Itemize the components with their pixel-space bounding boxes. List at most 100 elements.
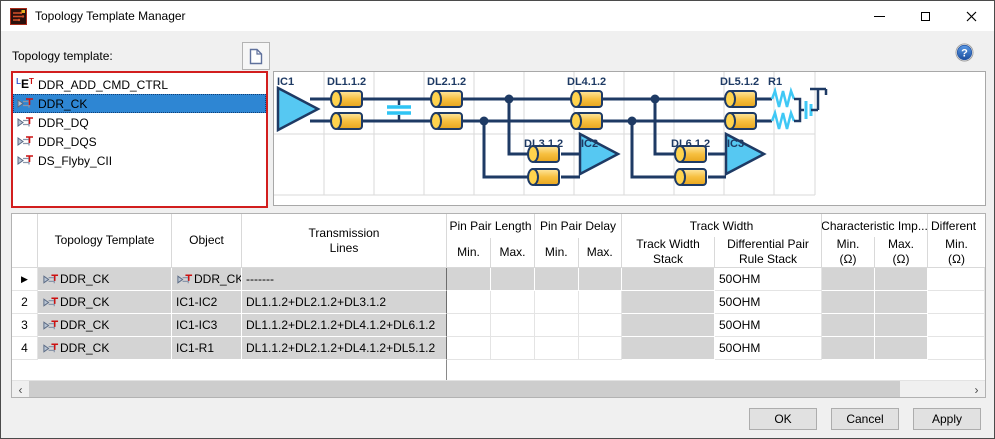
cell-diff-pair-rule-stack[interactable]: 50OHM	[715, 291, 822, 314]
cell-ppl-min[interactable]	[447, 291, 491, 314]
header-object[interactable]: Object	[172, 214, 242, 267]
row-number[interactable]: 2	[12, 291, 38, 314]
cell-diff-min[interactable]	[928, 314, 985, 337]
header-ppl-min[interactable]: Min.	[447, 238, 491, 267]
cell-ppd-min[interactable]	[535, 337, 579, 360]
header-transmission-lines[interactable]: Transmission Lines	[242, 214, 447, 267]
cell-diff-pair-rule-stack[interactable]: 50OHM	[715, 337, 822, 360]
header-topology-template[interactable]: Topology Template	[38, 214, 172, 267]
table-row[interactable]: ▶ DDR_CK DDR_CK ------- 50OHM	[12, 268, 985, 291]
cell-ppl-min[interactable]	[447, 314, 491, 337]
cell-ppd-min[interactable]	[535, 291, 579, 314]
scroll-right-arrow[interactable]: ›	[974, 382, 979, 397]
cell-ppd-min[interactable]	[535, 314, 579, 337]
cell-ppd-max[interactable]	[579, 268, 622, 291]
header-group-pin-pair-length: Pin Pair Length Min. Max.	[447, 214, 535, 267]
cell-diff-min[interactable]	[928, 337, 985, 360]
header-pin-pair-length[interactable]: Pin Pair Length	[449, 219, 532, 233]
cell-ppl-max[interactable]	[491, 268, 535, 291]
cell-track-width-stack[interactable]	[622, 268, 715, 291]
cell-ci-max[interactable]	[875, 291, 928, 314]
cell-ppd-max[interactable]	[579, 337, 622, 360]
help-button[interactable]: ?	[955, 43, 974, 62]
header-track-width-stack[interactable]: Track Width Stack	[622, 237, 715, 267]
cell-ppl-max[interactable]	[491, 291, 535, 314]
list-item-ds-flyby-cii[interactable]: DS_Flyby_CII	[13, 151, 266, 170]
topology-template-icon	[17, 117, 34, 128]
cancel-button[interactable]: Cancel	[831, 408, 899, 430]
cell-ci-min[interactable]	[822, 314, 875, 337]
apply-button[interactable]: Apply	[913, 408, 981, 430]
maximize-button[interactable]	[902, 1, 948, 31]
header-ci-min-ohm[interactable]: Min. (Ω)	[822, 237, 875, 267]
header-ci-max-ohm[interactable]: Max. (Ω)	[887, 237, 914, 266]
cell-track-width-stack[interactable]	[622, 291, 715, 314]
scrollbar-thumb[interactable]	[29, 381, 900, 397]
cell-track-width-stack[interactable]	[622, 337, 715, 360]
cell-topology-template[interactable]: DDR_CK	[38, 314, 172, 337]
cell-diff-pair-rule-stack[interactable]: 50OHM	[715, 314, 822, 337]
cell-ci-max[interactable]	[875, 314, 928, 337]
cell-transmission-lines[interactable]: DL1.1.2+DL2.1.2+DL4.1.2+DL5.1.2	[242, 337, 447, 360]
header-diff-min-ohm[interactable]: Min. (Ω)	[945, 237, 968, 266]
new-template-button[interactable]	[242, 42, 270, 70]
horizontal-scrollbar[interactable]: ‹ ›	[12, 380, 985, 397]
header-differential[interactable]: Different	[931, 218, 977, 233]
cell-ppd-max[interactable]	[579, 314, 622, 337]
header-ppd-min[interactable]: Min.	[535, 238, 579, 267]
list-item-label: DS_Flyby_CII	[38, 153, 113, 168]
table-row[interactable]: 3 DDR_CK IC1-IC3 DL1.1.2+DL2.1.2+DL4.1.2…	[12, 314, 985, 337]
cell-object[interactable]: IC1-IC3	[172, 314, 242, 337]
topology-template-label: Topology template:	[12, 49, 113, 63]
cell-topology-template[interactable]: DDR_CK	[38, 268, 172, 291]
list-item-ddr-dq[interactable]: DDR_DQ	[13, 113, 266, 132]
minimize-button[interactable]	[856, 1, 902, 31]
row-marker-current[interactable]: ▶	[12, 268, 38, 291]
cell-diff-min[interactable]	[928, 291, 985, 314]
label-r1: R1	[768, 76, 782, 88]
topology-template-icon	[43, 342, 59, 353]
cell-transmission-lines[interactable]: -------	[242, 268, 447, 291]
table-row[interactable]: 4 DDR_CK IC1-R1 DL1.1.2+DL2.1.2+DL4.1.2+…	[12, 337, 985, 360]
cell-object[interactable]: IC1-IC2	[172, 291, 242, 314]
header-diff-pair-rule-stack[interactable]: Differential Pair Rule Stack	[727, 237, 809, 266]
header-characteristic-imp[interactable]: Characteristic Imp...	[822, 218, 927, 233]
header-ppd-max[interactable]: Max.	[586, 245, 613, 259]
new-document-icon	[249, 48, 263, 64]
topology-template-icon	[17, 98, 34, 109]
cell-ppd-min[interactable]	[535, 268, 579, 291]
header-track-width[interactable]: Track Width	[689, 218, 754, 233]
header-ppl-max[interactable]: Max.	[499, 245, 526, 259]
row-number[interactable]: 4	[12, 337, 38, 360]
table-row[interactable]: 2 DDR_CK IC1-IC2 DL1.1.2+DL2.1.2+DL3.1.2…	[12, 291, 985, 314]
header-pin-pair-delay[interactable]: Pin Pair Delay	[539, 219, 617, 233]
cell-ppl-max[interactable]	[491, 337, 535, 360]
cell-ppl-max[interactable]	[491, 314, 535, 337]
cell-object[interactable]: DDR_CK	[172, 268, 242, 291]
cell-ppl-min[interactable]	[447, 268, 491, 291]
row-number[interactable]: 3	[12, 314, 38, 337]
cell-transmission-lines[interactable]: DL1.1.2+DL2.1.2+DL4.1.2+DL6.1.2	[242, 314, 447, 337]
ok-button[interactable]: OK	[749, 408, 817, 430]
cell-transmission-lines[interactable]: DL1.1.2+DL2.1.2+DL3.1.2	[242, 291, 447, 314]
cell-diff-min[interactable]	[928, 268, 985, 291]
cell-track-width-stack[interactable]	[622, 314, 715, 337]
cell-ci-min[interactable]	[822, 337, 875, 360]
close-button[interactable]	[948, 1, 994, 31]
cell-ci-max[interactable]	[875, 337, 928, 360]
topology-diagram-panel[interactable]: IC1 DL1.1.2 DL2.1.2 DL4.1.2 DL5.1.2 R1 D…	[273, 71, 986, 206]
cell-topology-template[interactable]: DDR_CK	[38, 291, 172, 314]
scroll-left-arrow[interactable]: ‹	[18, 382, 23, 397]
label-dl3: DL3.1.2	[524, 138, 563, 150]
cell-topology-template[interactable]: DDR_CK	[38, 337, 172, 360]
list-item-ddr-ck[interactable]: DDR_CK	[13, 94, 266, 113]
cell-object[interactable]: IC1-R1	[172, 337, 242, 360]
cell-ci-min[interactable]	[822, 268, 875, 291]
cell-ci-max[interactable]	[875, 268, 928, 291]
cell-ci-min[interactable]	[822, 291, 875, 314]
cell-diff-pair-rule-stack[interactable]: 50OHM	[715, 268, 822, 291]
cell-ppd-max[interactable]	[579, 291, 622, 314]
list-item-ddr-dqs[interactable]: DDR_DQS	[13, 132, 266, 151]
cell-ppl-min[interactable]	[447, 337, 491, 360]
